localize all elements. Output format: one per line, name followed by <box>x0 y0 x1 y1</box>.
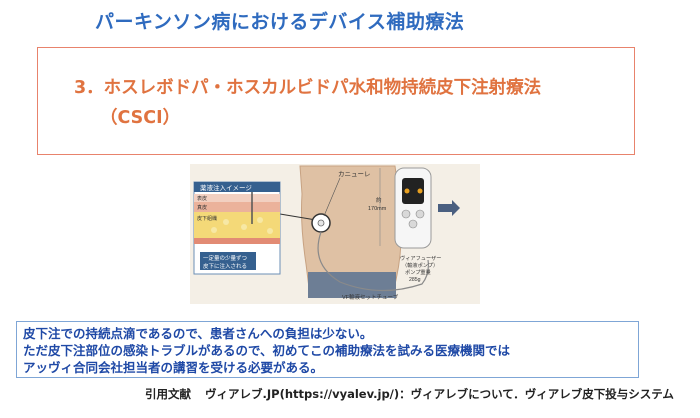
slide-title: パーキンソン病におけるデバイス補助療法 <box>95 11 465 33</box>
device-label-2: （輸液ポンプ） <box>402 261 438 269</box>
layer-label-epidermis: 表皮 <box>197 195 207 202</box>
layer-label-dermis: 真皮 <box>197 204 207 211</box>
cannula-label: カニューレ <box>338 170 371 178</box>
inset-title: 薬液注入イメージ <box>200 183 252 192</box>
infusion-tube <box>317 231 429 292</box>
waistband <box>308 272 396 298</box>
height-label-1: 約 <box>376 196 382 204</box>
inset-caption-2: 皮下に注入される <box>203 262 247 270</box>
reference: 引用文献ヴィアレブ.JP(https://vyalev.jp/)：ヴィアレブにつ… <box>145 386 674 402</box>
note-line: アッヴィ合同会社担当者の講習を受ける必要がある。 <box>23 360 324 375</box>
device-label-4: 285g <box>409 277 421 283</box>
height-label-2: 170mm <box>368 206 387 212</box>
inset-caption-1: 一定量の少量ずつ <box>203 254 247 262</box>
device-label-1: ヴィアフューザー <box>400 254 441 262</box>
reference-label: 引用文献 <box>145 387 191 401</box>
layer-label-subcutis: 皮下組織 <box>197 215 217 222</box>
reference-text: ヴィアレブ.JP(https://vyalev.jp/)：ヴィアレブについて．ヴ… <box>205 387 674 401</box>
arrow-right-icon <box>438 200 460 216</box>
note-box: 皮下注での持続点滴であるので、患者さんへの負担は少ない。 ただ皮下注部位の感染ト… <box>16 321 639 378</box>
heading-box: 3．ホスレボドパ・ホスカルビドパ水和物持続皮下注射療法 （CSCI） <box>37 47 635 155</box>
note-line: 皮下注での持続点滴であるので、患者さんへの負担は少ない。 <box>23 326 373 341</box>
device-label-3: ポンプ重量 <box>405 268 431 276</box>
tube-label: VF輸液セットチューブ <box>342 293 399 301</box>
heading-line-1: 3．ホスレボドパ・ホスカルビドパ水和物持続皮下注射療法 <box>74 78 542 98</box>
note-line: ただ皮下注部位の感染トラブルがあるので、初めてこの補助療法を試みる医療機関では <box>23 343 511 358</box>
device-illustration: カニューレ 薬液注入イメージ 表皮 真皮 皮下組織 一定量の少量ずつ 皮下に注入… <box>190 164 480 304</box>
heading-line-2: （CSCI） <box>100 108 181 128</box>
